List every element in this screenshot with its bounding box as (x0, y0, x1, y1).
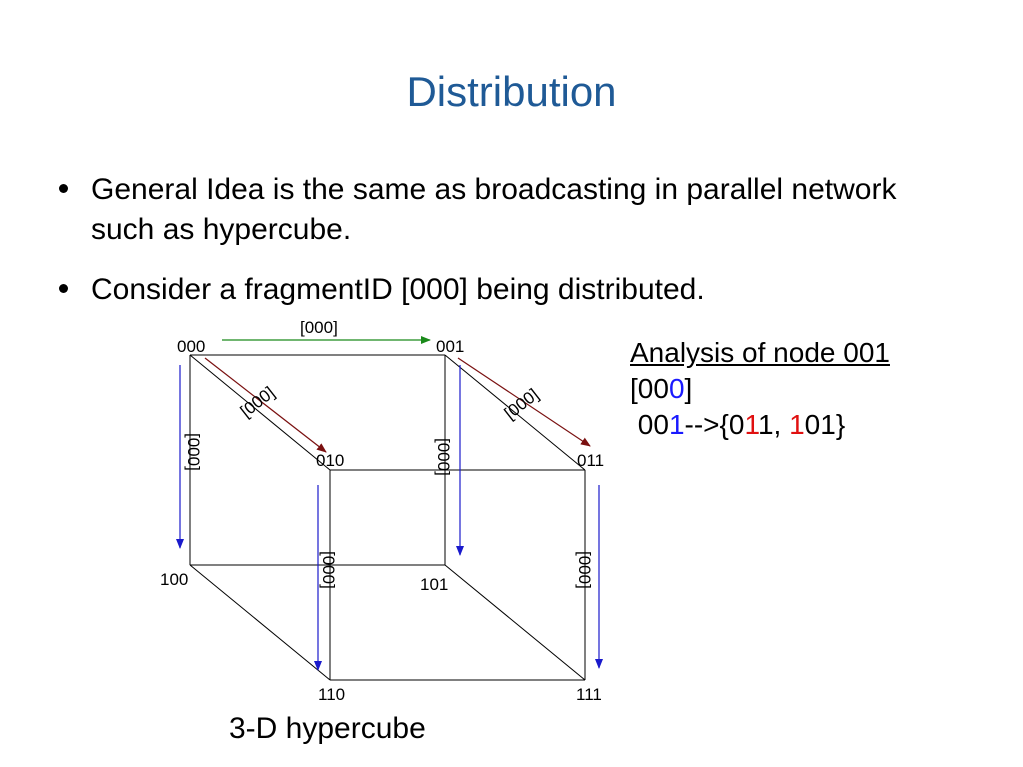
arrow-001-to-011 (457, 357, 591, 447)
analysis-heading: Analysis of node 001 (630, 337, 890, 368)
bullet-item: Consider a fragmentID [000] being distri… (55, 270, 965, 310)
bullet-text: Consider a fragmentID [000] being distri… (91, 273, 705, 306)
node-label-101: 101 (420, 575, 448, 594)
node-label-011: 011 (577, 451, 604, 470)
edge-101-111 (444, 564, 586, 681)
forward-part: 01} (804, 409, 846, 440)
node-label-110: 110 (318, 685, 345, 704)
bullet-text: General Idea is the same as broadcasting… (91, 173, 897, 246)
node-label-000: 000 (177, 337, 205, 356)
forward-part: 1, (757, 409, 790, 440)
fragment-suffix: ] (684, 373, 693, 404)
node-label-111: 111 (576, 685, 602, 704)
msg-label-011-111: [000] (575, 551, 594, 589)
diagram-caption: 3-D hypercube (229, 712, 426, 745)
forward-highlight-bit: 1 (668, 409, 685, 440)
fragment-prefix: [00 (630, 373, 669, 404)
edge-001-011 (444, 354, 586, 471)
bullet-list: General Idea is the same as broadcasting… (55, 170, 965, 330)
node-label-100: 100 (160, 570, 188, 589)
msg-label-000-100: [000] (184, 433, 203, 471)
arrow-000-to-010 (204, 357, 327, 453)
msg-label-010-110: [000] (319, 551, 338, 589)
fragment-highlight-bit: 0 (668, 373, 685, 404)
forward-flipped-bit: 1 (789, 409, 805, 440)
msg-label-000-010: [000] (237, 383, 278, 421)
slide-title: Distribution (406, 68, 617, 115)
bullet-dot-icon (59, 184, 68, 193)
msg-label-001-101: [000] (434, 438, 453, 476)
forward-flipped-bit: 1 (744, 409, 758, 440)
bullet-dot-icon (59, 284, 68, 293)
forward-part: -->{0 (684, 409, 745, 440)
analysis-box: Analysis of node 001 [000] 001-->{011, 1… (630, 335, 890, 443)
edge-100-110 (189, 564, 331, 681)
node-label-001: 001 (436, 337, 464, 356)
bullet-item: General Idea is the same as broadcasting… (55, 170, 965, 250)
msg-label-000-001: [000] (300, 318, 338, 337)
forward-part: 00 (637, 409, 669, 440)
analysis-forward-line: 001-->{011, 101} (630, 407, 890, 443)
analysis-fragment-line: [000] (630, 371, 890, 407)
edge-000-010 (189, 354, 331, 471)
node-label-010: 010 (316, 451, 344, 470)
